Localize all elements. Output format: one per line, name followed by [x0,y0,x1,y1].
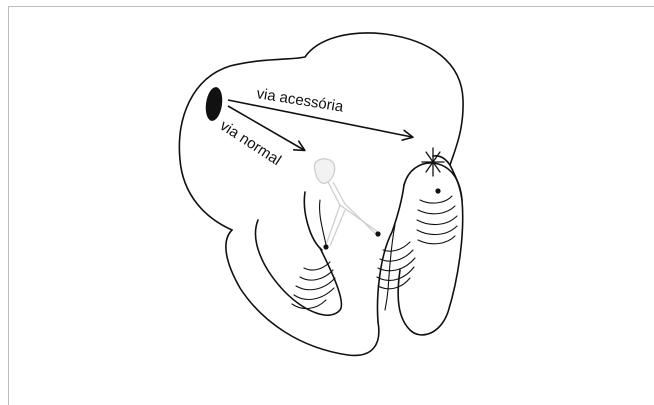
left-node [323,244,328,249]
purkinje-fibers [292,196,457,310]
figure-frame [8,6,654,405]
sinus-node [204,86,225,122]
accessory-pathway-label: via acessória [255,85,345,116]
right-node [435,188,440,193]
conduction-bundle [314,159,378,246]
center-node [375,231,380,236]
normal-pathway-label: via normal [217,117,284,169]
heart-outline [179,33,463,355]
accessory-insertion-star [422,148,444,176]
